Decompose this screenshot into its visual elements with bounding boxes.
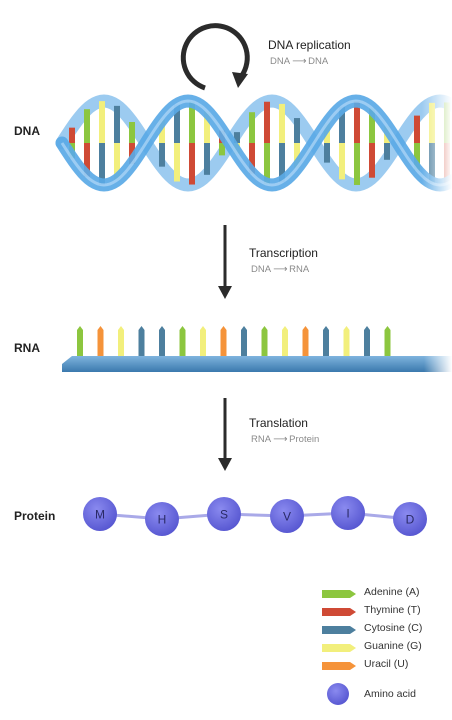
base-pair-g [99,101,105,143]
base-pair-c [279,143,285,183]
base-pair-g [159,119,165,143]
dna-row-label: DNA [14,124,40,138]
amino-acid-letter: H [158,513,167,527]
amino-acid-s [207,497,241,531]
protein-row-label: Protein [14,509,56,523]
helix-fade [330,90,452,200]
rna-base-u [302,326,309,356]
rna-fade [340,320,452,375]
base-pair-t [189,143,195,185]
amino-acid-i [331,496,365,530]
rna-base-c [323,326,329,356]
translation-subtitle: RNA ⟶ Protein [251,434,320,445]
legend-thymine: Thymine (T) [364,604,421,616]
base-pair-c [234,132,240,143]
amino-acid-letter: S [220,508,228,522]
transcription-subtitle: DNA ⟶ RNA [251,264,310,275]
legend-swatch-t [322,608,356,616]
base-pair-t [69,127,75,143]
base-pair-a [249,112,255,143]
right-arrow-icon: ⟶ [273,264,287,275]
translation-arrow [218,398,232,471]
replication-cycle-arrow [180,23,250,91]
transcription-title: Transcription [249,246,318,260]
amino-acid-v [270,499,304,533]
base-pair-c [114,105,120,143]
legend-uracil: Uracil (U) [364,658,409,670]
base-pair-a [264,143,270,185]
base-pair-a [84,109,90,143]
legend-amino-acid-icon [327,683,349,705]
base-pair-g [294,143,300,168]
base-pair-c [99,143,105,185]
base-pair-a [129,122,135,143]
base-pair-t [264,101,270,143]
legend-swatch-u [322,662,356,670]
base-pair-g [204,111,210,143]
legend-swatch-a [322,590,356,598]
rna-base-a [77,326,83,356]
legend [322,590,356,705]
base-pair-a [189,101,195,143]
rna-base-g [200,326,206,356]
legend-adenine: Adenine (A) [364,586,420,598]
legend-guanine: Guanine (G) [364,640,422,652]
base-pair-c [294,118,300,143]
legend-cytosine: Cytosine (C) [364,622,423,634]
base-pair-g [279,103,285,143]
rna-base-g [118,326,124,356]
rna-base-u [97,326,104,356]
rna-base-u [220,326,227,356]
translation-title: Translation [249,416,308,430]
rna-base-g [282,326,288,356]
protein-fade [360,490,452,545]
rna-row-label: RNA [14,341,40,355]
base-pair-c [204,143,210,175]
rna-base-c [138,326,145,356]
base-pair-t [249,143,255,174]
base-pair-c [174,104,180,143]
replication-title: DNA replication [268,38,351,52]
rna-base-a [179,326,186,356]
transcription-arrow [218,225,232,299]
base-pair-c [324,143,330,163]
right-arrow-icon: ⟶ [273,434,287,445]
rna-base-c [159,326,165,356]
amino-acid-letter: M [95,508,105,522]
legend-amino-acid: Amino acid [364,688,416,700]
base-pair-c [159,143,165,167]
amino-acid-letter: V [283,510,291,524]
legend-swatch-c [322,626,356,634]
base-pair-g [174,143,180,182]
base-pair-a [219,143,225,156]
amino-acid-h [145,502,179,536]
amino-acid-letter: I [346,507,349,521]
rna-base-a [261,326,268,356]
rna-base-c [241,326,247,356]
replication-subtitle: DNA ⟶ DNA [270,56,329,67]
right-arrow-icon: ⟶ [292,56,306,67]
amino-acid-m [83,497,117,531]
base-pair-t [84,143,90,177]
base-pair-g [114,143,120,181]
legend-swatch-g [322,644,356,652]
